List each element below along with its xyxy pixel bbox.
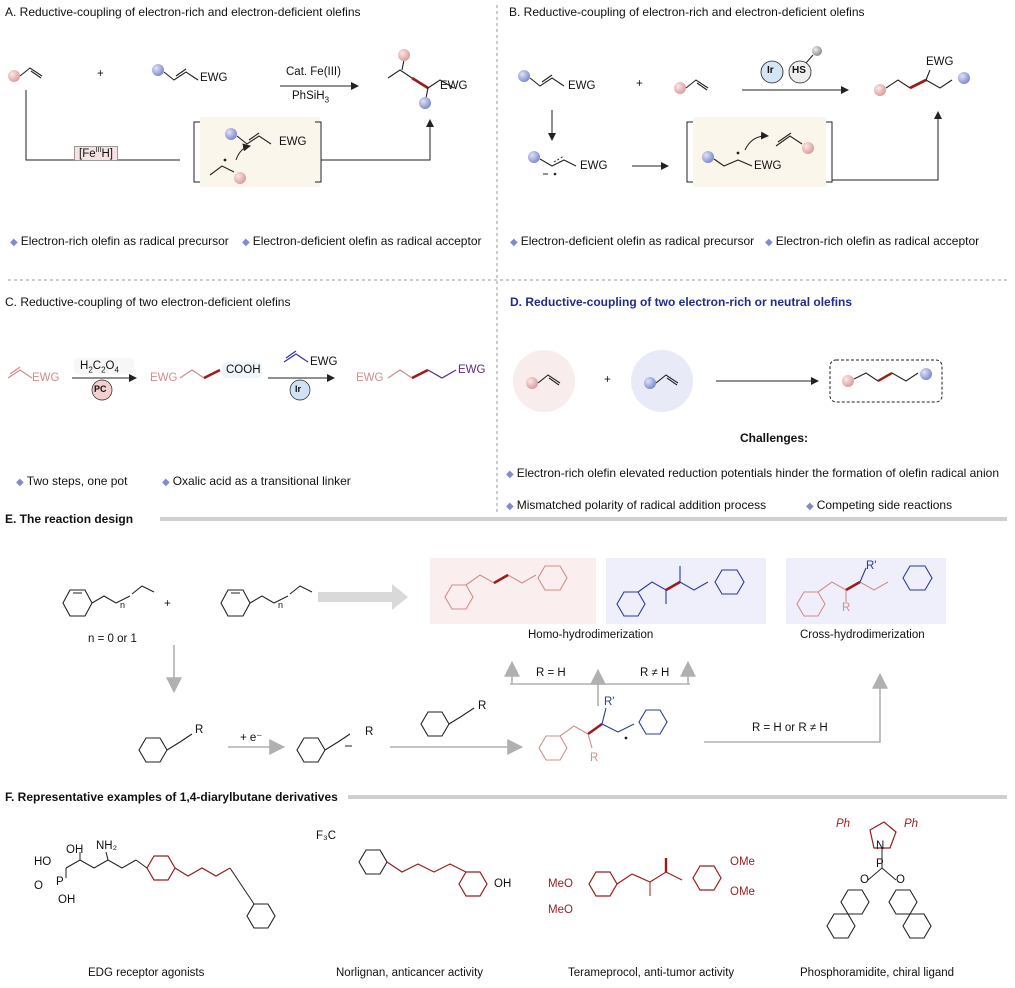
meo-label-2: MeO [548,904,573,916]
r-group-4: R [590,752,599,764]
ewg-product-b: EWG [926,56,954,68]
example-4-caption: Phosphoramidite, chiral ligand [800,967,955,979]
o-label-1: O [860,874,869,886]
cross-label: Cross-hydrodimerization [800,629,925,641]
oh-label-1: OH [66,844,84,856]
r-prime-cross: R' [866,560,877,572]
ph-label-1: Ph [836,818,851,830]
challenge-3: ◆Competing side reactions [806,498,953,512]
p-label: P [56,876,64,888]
fe-h-catalyst: [FeIIIH] [74,146,118,161]
panel-c-note-2: ◆Oxalic acid as a transitional linker [162,474,351,488]
ome-label-2: OMe [730,886,755,898]
pc-circle [91,379,113,401]
f3c-label: F₃C [316,830,337,842]
pink-ball [8,70,20,82]
panel-c-title: C. Reductive-coupling of two electron-de… [5,295,291,309]
panel-d-title: D. Reductive-coupling of two electron-ri… [510,295,853,309]
hs-label: HS [792,65,806,76]
ewg-product: EWG [440,80,468,92]
ir-label-c: Ir [295,384,302,394]
challenge-2: ◆Mismatched polarity of radical addition… [506,498,767,512]
panel-f-title: F. Representative examples of 1,4-diaryl… [5,790,338,804]
p-label-2: P [876,858,884,870]
n-definition: n = 0 or 1 [88,633,137,645]
nh2-label: NH₂ [96,840,118,852]
panel-c-note-1: ◆Two steps, one pot [16,474,128,488]
ewg-anion: EWG [580,160,608,172]
plus-sign-d: + [604,374,611,386]
ho-label: HO [34,856,52,868]
panel-f-graphics [65,821,932,939]
panel-c-graphics [7,350,457,401]
r-prime: R' [604,696,615,708]
ewg-intermediate: EWG [279,136,307,148]
o-label-2: O [896,874,905,886]
start-ewg: EWG [32,372,60,384]
oxalic-acid: H2C2O4 [80,360,119,375]
panel-a-title: A. Reductive-coupling of electron-rich a… [5,5,361,19]
r-equals-h: R = H [536,667,566,679]
plus-sign-b: + [636,78,643,90]
panel-a-note-2: ◆Electron-deficient olefin as radical ac… [242,234,482,248]
oh-label-3: OH [494,878,512,890]
ewg-int-b: EWG [754,160,782,172]
panel-e-graphics [62,558,946,763]
n-subscript-2: n [278,600,284,610]
reagent-ewg: EWG [310,356,338,368]
meo-label-1: MeO [548,878,573,890]
example-2-caption: Norlignan, anticancer activity [336,967,484,979]
ir-label: Ir [767,65,774,76]
hs-circle [788,60,812,84]
r-cross: R [842,602,851,614]
prod-ewg-right: EWG [458,364,486,376]
oh-label-2: OH [58,894,76,906]
ir-circle [760,60,784,84]
panel-b-note-2: ◆Electron-rich olefin as radical accepto… [765,234,980,248]
panel-d-graphics [513,350,943,412]
cooh-label: COOH [226,364,261,376]
challenge-1: ◆Electron-rich olefin elevated reduction… [506,466,999,480]
ewg-label: EWG [200,72,228,84]
panel-e-title: E. The reaction design [5,512,134,526]
panel-b-title: B. Reductive-coupling of electron-rich a… [509,5,865,19]
plus-sign: + [97,68,104,80]
pc-label: PC [94,384,107,394]
ph-label-2: Ph [904,818,919,830]
r-group-2: R [365,726,374,738]
n-label: N [876,840,885,852]
example-1-caption: EDG receptor agonists [88,967,205,979]
ewg-label-b: EWG [568,80,596,92]
o-label: O [34,880,43,892]
panel-a-graphics [8,49,455,187]
n-subscript-1: n [120,600,126,610]
r-group-3: R [478,700,487,712]
homo-label: Homo-hydrodimerization [528,629,654,641]
ir-circle-c [289,379,311,401]
r-group-1: R [195,724,204,736]
reagent-fe: Cat. Fe(III) [286,66,341,78]
plus-sign-e: + [164,598,171,610]
reagent-phsih3: PhSiH3 [292,90,330,105]
example-3-caption: Terameprocol, anti-tumor activity [568,967,735,979]
r-condition: R = H or R ≠ H [752,722,828,734]
electron-addition: + e⁻ [240,732,263,744]
int-ewg: EWG [150,372,178,384]
blue-ball [152,64,164,76]
ome-label-1: OMe [730,856,755,868]
panel-a-note-1: ◆Electron-rich olefin as radical precurs… [10,234,229,248]
challenges-title: Challenges: [740,431,809,445]
panel-b-note-1: ◆Electron-deficient olefin as radical pr… [510,234,755,248]
panel-b-graphics [518,46,970,187]
r-not-h: R ≠ H [640,667,670,679]
prod-ewg-left: EWG [356,372,384,384]
